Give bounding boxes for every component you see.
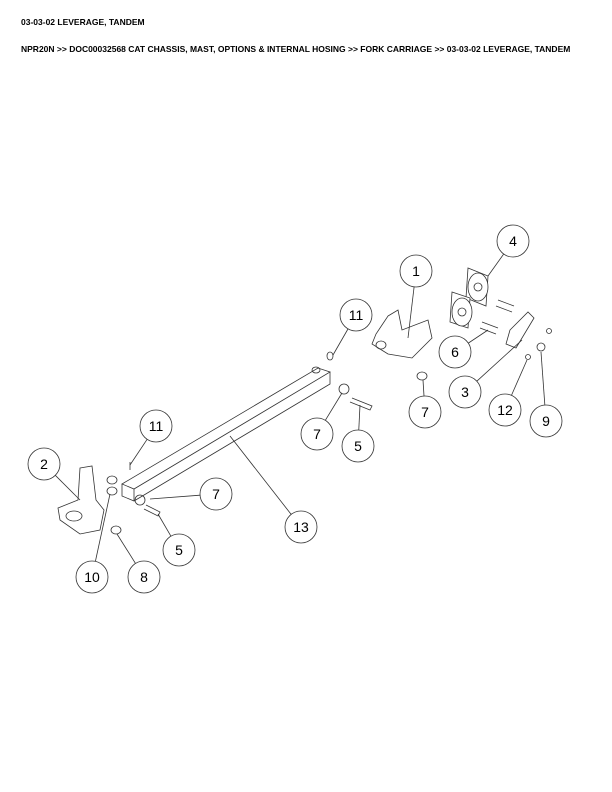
callout-circle <box>408 395 442 429</box>
callout-circle <box>448 375 482 409</box>
callout-circle <box>488 393 522 427</box>
callout-7: 7 <box>408 379 442 429</box>
callout-number: 11 <box>349 307 364 323</box>
callout-number: 13 <box>293 519 309 535</box>
leader-line <box>487 253 505 277</box>
callout-13: 13 <box>229 435 318 544</box>
leader-line <box>476 339 523 382</box>
breadcrumb: NPR20N >> DOC00032568 CAT CHASSIS, MAST,… <box>21 44 571 54</box>
callout-number: 8 <box>140 569 148 585</box>
leader-line <box>229 435 292 515</box>
callout-number: 5 <box>175 542 183 558</box>
leader-line <box>129 439 148 466</box>
callout-7: 7 <box>149 477 233 511</box>
callout-11: 11 <box>332 298 373 356</box>
leader-line <box>468 329 489 344</box>
callout-number: 7 <box>421 404 429 420</box>
callout-circle <box>529 404 563 438</box>
callout-3: 3 <box>448 339 523 409</box>
callout-number: 7 <box>313 426 321 442</box>
callout-circle <box>27 447 61 481</box>
callout-12: 12 <box>488 359 528 427</box>
callout-circle <box>199 477 233 511</box>
callout-1: 1 <box>399 254 433 339</box>
callout-circle <box>139 409 173 443</box>
leader-line <box>157 513 172 537</box>
pins <box>129 351 373 517</box>
callout-5: 5 <box>341 404 375 463</box>
callout-number: 11 <box>149 418 164 434</box>
callout-circle <box>438 335 472 369</box>
callout-circle <box>162 533 196 567</box>
callout-number: 6 <box>451 344 459 360</box>
callout-11: 11 <box>129 409 173 466</box>
callout-circle <box>300 417 334 451</box>
callout-number: 4 <box>509 233 517 249</box>
callout-6: 6 <box>438 329 489 369</box>
leader-line <box>149 494 201 500</box>
callout-number: 9 <box>542 413 550 429</box>
rollers <box>449 267 552 360</box>
leader-line <box>358 404 361 431</box>
callout-number: 5 <box>354 438 362 454</box>
leader-line <box>332 328 349 356</box>
callout-5: 5 <box>157 513 196 567</box>
callout-circle <box>127 560 161 594</box>
leader-line <box>116 533 136 564</box>
callout-number: 7 <box>212 486 220 502</box>
callout-number: 3 <box>461 384 469 400</box>
leader-line <box>324 392 343 421</box>
callout-number: 2 <box>40 456 48 472</box>
lever-left <box>57 465 122 535</box>
leader-line <box>422 379 425 397</box>
lever-right <box>371 309 433 381</box>
callout-circle <box>339 298 373 332</box>
cross-tube <box>121 367 331 502</box>
callout-9: 9 <box>529 351 563 438</box>
callout-7: 7 <box>300 392 343 451</box>
callout-number: 1 <box>412 263 420 279</box>
callout-2: 2 <box>27 447 81 501</box>
page-title: 03-03-02 LEVERAGE, TANDEM <box>21 17 145 27</box>
callout-circle <box>341 429 375 463</box>
callout-number: 12 <box>497 402 513 418</box>
callout-number: 10 <box>84 569 100 585</box>
callout-8: 8 <box>116 533 161 594</box>
leader-line <box>407 286 415 339</box>
callout-4: 4 <box>487 224 530 277</box>
leader-line <box>540 351 546 406</box>
leader-line <box>511 359 528 396</box>
callout-circle <box>75 560 109 594</box>
callout-circle <box>284 510 318 544</box>
callout-10: 10 <box>75 493 111 594</box>
leader-line <box>55 475 81 501</box>
callout-circle <box>399 254 433 288</box>
leader-line <box>95 493 111 562</box>
callout-circle <box>496 224 530 258</box>
